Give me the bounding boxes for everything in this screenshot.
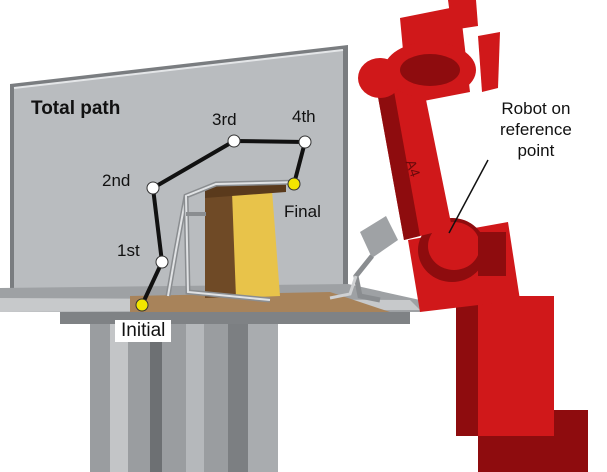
work-table bbox=[0, 284, 420, 472]
waypoint-label-final: Final bbox=[284, 202, 321, 221]
callout-line-3: point bbox=[517, 141, 555, 160]
waypoint-label-2nd: 2nd bbox=[102, 171, 131, 190]
waypoint-marker-1st bbox=[155, 255, 169, 269]
waypoint-marker-2nd bbox=[146, 181, 160, 195]
waypoint-label-3rd: 3rd bbox=[212, 110, 237, 129]
industrial-robot: A4 bbox=[329, 0, 588, 472]
welding-fixture bbox=[165, 179, 301, 303]
total-path-line bbox=[140, 139, 307, 306]
robot-reference-callout: Robot on reference point bbox=[500, 98, 572, 161]
waypoint-label-1st: 1st bbox=[117, 241, 140, 260]
waypoint-marker-final bbox=[287, 177, 301, 191]
waypoint-label-initial: Initial bbox=[115, 320, 172, 342]
waypoint-marker-initial bbox=[135, 298, 149, 312]
diagram-title: Total path bbox=[31, 98, 121, 119]
waypoint-label-4th: 4th bbox=[292, 107, 316, 126]
robot-arm-marking: A4 bbox=[403, 157, 424, 179]
callout-line-2: reference bbox=[500, 120, 572, 139]
waypoint-markers bbox=[135, 134, 312, 312]
waypoint-marker-4th bbox=[298, 135, 312, 149]
callout-leader-line bbox=[448, 159, 489, 234]
callout-line-1: Robot on bbox=[501, 99, 571, 118]
waypoint-marker-3rd bbox=[227, 134, 241, 148]
